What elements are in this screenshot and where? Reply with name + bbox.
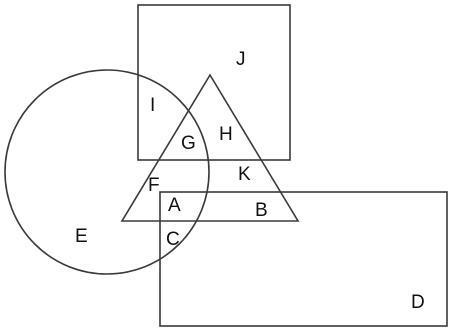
circle-e-shape: [4, 69, 210, 275]
region-label-b: B: [255, 200, 268, 221]
region-label-h: H: [219, 124, 233, 145]
region-label-f: F: [148, 175, 160, 196]
rectangle-d-shape: [159, 191, 448, 327]
region-label-k: K: [238, 164, 251, 185]
region-label-a: A: [168, 195, 181, 216]
region-label-e: E: [75, 226, 88, 247]
region-label-i: I: [150, 95, 155, 116]
triangle-shape: [120, 73, 300, 222]
square-j-shape: [137, 4, 291, 161]
region-label-d: D: [411, 292, 425, 313]
region-label-c: C: [166, 229, 180, 250]
region-label-g: G: [181, 133, 196, 154]
region-label-j: J: [236, 49, 246, 70]
